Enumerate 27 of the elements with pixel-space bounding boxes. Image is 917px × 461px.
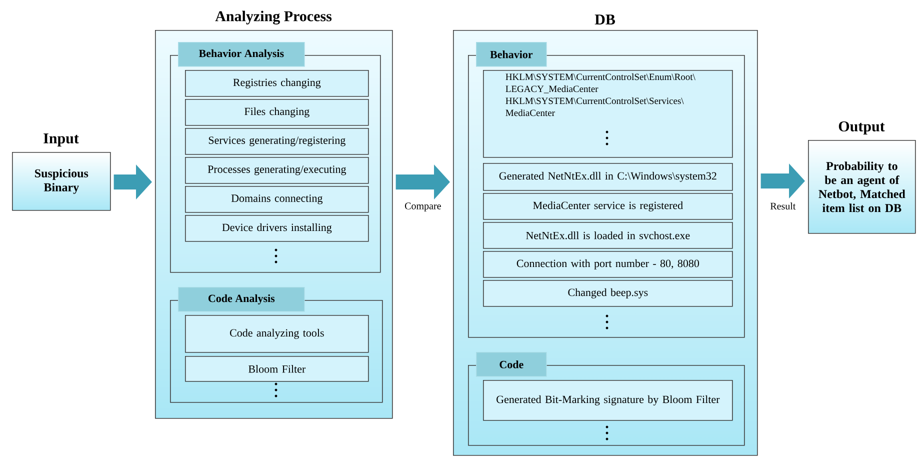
item-box: Bloom Filter bbox=[185, 356, 369, 382]
edge-label: Compare bbox=[405, 202, 441, 212]
box-title: Output bbox=[838, 121, 885, 134]
item-box: Files changing bbox=[185, 99, 369, 126]
item-box: Changed beep.sys bbox=[483, 280, 733, 307]
panel-title: DB bbox=[594, 14, 615, 24]
item-box: Device drivers installing bbox=[185, 215, 369, 242]
item-box: Generated NetNtEx.dll in C:\Windows\system32 bbox=[483, 163, 733, 191]
item-box: MediaCenter service is registered bbox=[483, 193, 733, 220]
item-box: Processes generating/executing bbox=[185, 157, 369, 184]
edge-label: Result bbox=[770, 202, 796, 210]
process-box: Suspicious Binary bbox=[12, 152, 111, 211]
item-box: Domains connecting bbox=[185, 186, 369, 213]
group-tab: Behavior bbox=[476, 42, 547, 67]
item-box: Connection with port number - 80, 8080 bbox=[483, 251, 733, 278]
item-box: HKLM\SYSTEM\CurrentControlSet\Enum\Root\ LEGACY_MediaCenter HKLM\SYSTEM\CurrentControlSet\Services\ MediaCenter bbox=[483, 70, 733, 158]
item-box: Code analyzing tools bbox=[185, 315, 369, 353]
group-tab: Behavior Analysis bbox=[178, 42, 305, 67]
item-box: Services generating/registering bbox=[185, 128, 369, 155]
panel-title: Analyzing Process bbox=[215, 10, 332, 24]
box-title: Input bbox=[44, 133, 79, 146]
item-box: Generated Bit-Marking signature by Bloom Filter bbox=[483, 380, 733, 421]
process-box: Probability to be an agent of Netbot, Matched item list on DB bbox=[808, 140, 916, 234]
item-box: NetNtEx.dll is loaded in svchost.exe bbox=[483, 222, 733, 249]
group-tab: Code Analysis bbox=[178, 287, 305, 312]
item-box: Registries changing bbox=[185, 70, 369, 97]
group-tab: Code bbox=[476, 352, 547, 377]
